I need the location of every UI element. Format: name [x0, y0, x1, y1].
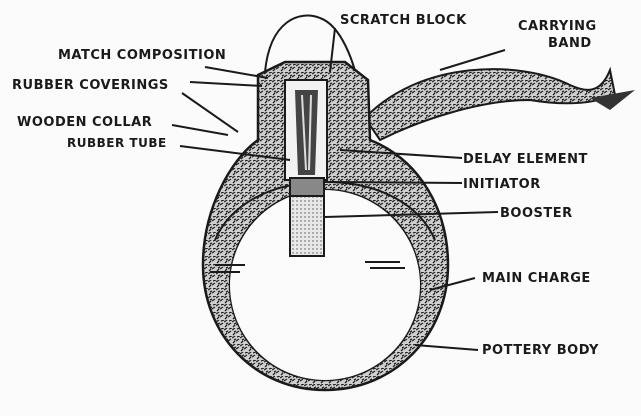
label-booster: BOOSTER	[500, 206, 573, 221]
label-wooden-collar: WOODEN COLLAR	[17, 115, 152, 130]
label-rubber-tube: RUBBER TUBE	[67, 136, 167, 150]
label-carrying-band-line2: BAND	[548, 36, 592, 51]
carrying-band-loop	[264, 14, 361, 96]
label-scratch-block: SCRATCH BLOCK	[340, 13, 467, 28]
booster	[289, 195, 325, 257]
main-charge	[230, 190, 420, 380]
carrying-band	[363, 66, 617, 142]
label-delay-element: DELAY ELEMENT	[463, 152, 588, 167]
initiator	[289, 177, 325, 197]
label-main-charge: MAIN CHARGE	[482, 271, 591, 286]
label-carrying-band-line1: CARRYING	[518, 19, 597, 34]
delay-element	[295, 90, 318, 175]
label-initiator: INITIATOR	[463, 177, 541, 192]
label-match-composition: MATCH COMPOSITION	[58, 48, 226, 63]
label-pottery-body: POTTERY BODY	[482, 343, 599, 358]
label-rubber-coverings: RUBBER COVERINGS	[12, 78, 169, 93]
